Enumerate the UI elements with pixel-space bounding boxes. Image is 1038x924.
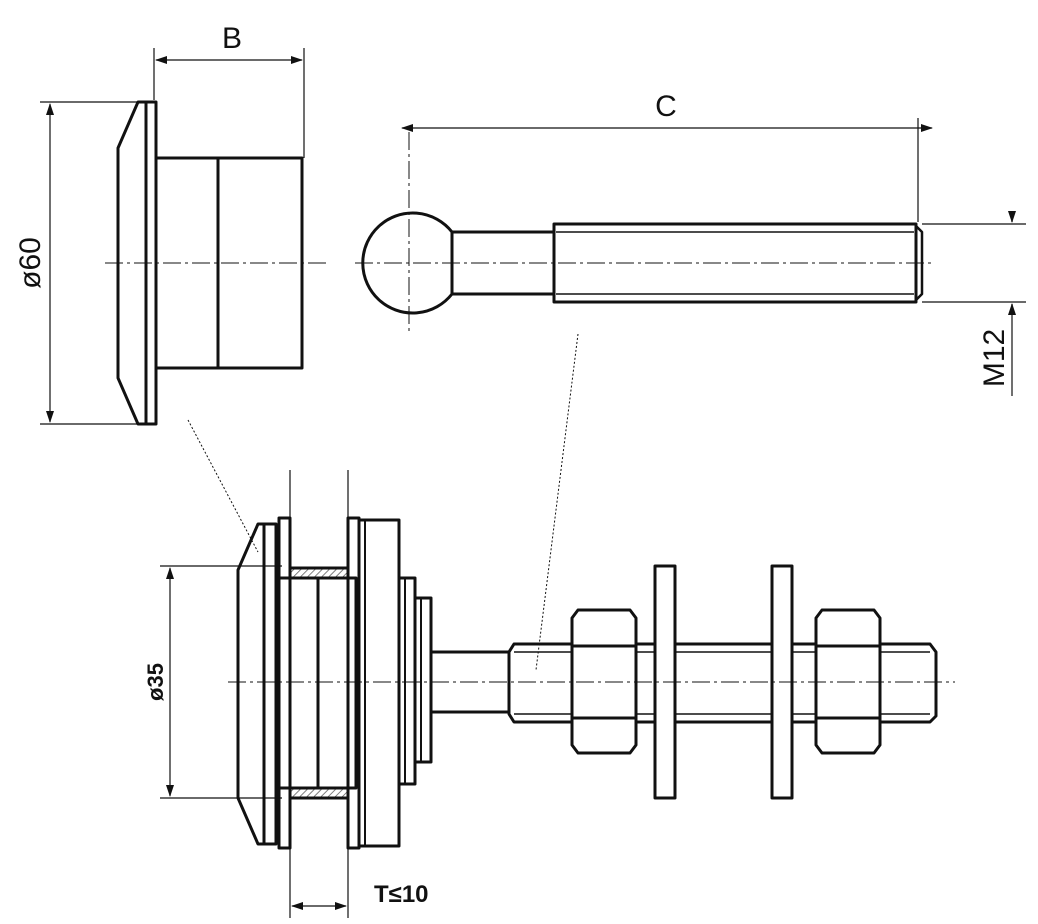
gasket-top [288,566,350,580]
collar-outer [397,576,417,786]
glass-pane-left [277,516,292,850]
glass-extension-lines [289,470,349,918]
assembly-cap-flange [236,522,266,846]
dimension-d35 [160,565,282,799]
dimension-t-label: T≤10 [374,881,429,908]
assembly-cap-flange-rim [262,522,278,846]
leader-cap [187,419,259,553]
dimension-d60-label: ø60 [14,237,47,289]
threaded-rod [507,642,938,724]
dimension-d35-label: ø35 [143,663,168,701]
assembly-cap-body [274,576,358,790]
leader-bolt [535,333,579,671]
dimension-m12 [922,211,1026,396]
dimension-m12-label: M12 [978,329,1011,387]
gasket-bottom [288,786,350,800]
dimension-c [401,118,933,222]
collar-inner [413,596,433,764]
dimension-d60 [40,101,140,425]
dimension-b-label: B [222,22,242,55]
dimension-b [153,48,305,158]
assembly-view [236,516,938,850]
dimension-c-label: C [655,90,677,123]
